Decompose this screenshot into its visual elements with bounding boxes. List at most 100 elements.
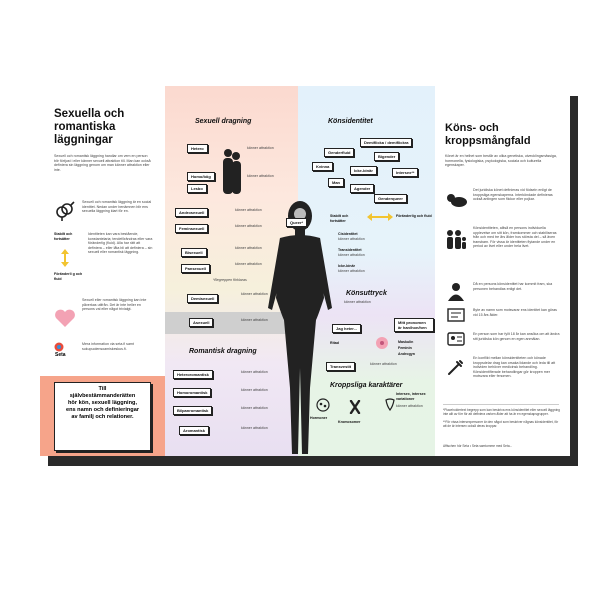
icke-binar-desc: känner attraktion	[338, 269, 365, 273]
tag-hetero: Hetero	[187, 144, 208, 153]
tag-feminsexuell: Feminsexuell	[175, 224, 209, 233]
hetero-desc: känner attraktion	[247, 146, 274, 150]
right-intro: Könet är en helhet som består av olika g…	[445, 154, 557, 168]
syringe-icon	[448, 360, 463, 375]
right-p1: Det juridiska könet definieras vid födse…	[473, 188, 553, 202]
tag-man: Man	[328, 178, 344, 187]
tag-biromantisk: Bi/panromantisk	[173, 406, 213, 415]
right-title-line-1: Köns- och	[445, 122, 499, 134]
pan-desc: känner attraktion	[235, 262, 262, 266]
right-title: Köns- och kroppsmångfald	[445, 122, 531, 148]
left-title: Sexuella och romantiska läggningar	[54, 108, 124, 147]
andro-desc: känner attraktion	[235, 208, 262, 212]
konsidentitet-title: Könsidentitet	[328, 118, 373, 125]
poster: Sexuella och romantiska läggningar Sexue…	[40, 86, 570, 456]
tag-agender: Agender	[350, 184, 375, 193]
tag-mitt-pronomen: Mitt pronomen är han/hon/hen	[394, 318, 434, 332]
kroppsliga-title: Kroppsliga karaktärer	[330, 382, 403, 389]
left-intro: Sexuell och romantisk läggning handlar o…	[54, 154, 151, 172]
tag-jag-heter: Jag heter...	[332, 324, 361, 333]
bi-desc: känner attraktion	[235, 246, 262, 250]
hormone-icon	[316, 398, 330, 412]
document-icon	[447, 308, 465, 322]
ritad-label: Ritad	[330, 341, 339, 345]
tag-androsexuell: Androsexuell	[175, 208, 209, 217]
right-p5: En person som har fyllt 18 år kan ansöka…	[473, 332, 560, 341]
right-title-line-2: kroppsmångfald	[445, 135, 531, 147]
sexuell-dragning-title: Sexuell dragning	[195, 118, 252, 125]
peach-line-2: självbestämmanderätten	[69, 393, 136, 399]
stabilt-label: Stabilt och fortsätter	[330, 214, 349, 223]
tag-queer: Queer*	[286, 218, 308, 227]
fluid-label: Föränderli g och fluid	[54, 272, 83, 281]
right-footnote: *Placeholdertext begrepp som kan beskriv…	[443, 408, 560, 416]
peach-line-5: av familj och relationer.	[71, 414, 134, 420]
tag-genderqueer: Genderqueer	[374, 194, 407, 203]
heart-text: Sexuell eller romantisk läggning kan int…	[82, 298, 147, 312]
tag-transvestit: Transvestit	[326, 362, 356, 371]
tag-genderfluid: Genderfluid	[324, 148, 355, 157]
tag-intersex: Intersex**	[392, 168, 419, 177]
biromantisk-desc: känner attraktion	[241, 406, 268, 410]
tag-aromantisk: Aromantisk	[179, 426, 210, 435]
tag-homoromantisk: Homoromantisk	[173, 388, 212, 397]
identity-text: Sexuell och romantisk läggning är en soc…	[82, 200, 152, 214]
person-icon	[448, 283, 464, 301]
couple-silhouette-icon	[223, 149, 241, 194]
tag-pansexuell: Pansexuell	[181, 264, 210, 273]
seta-link-text[interactable]: Mera information via seta.fi samt sukupu…	[82, 342, 134, 351]
androgyn-label: Androgyn	[398, 352, 415, 356]
homo-desc: känner attraktion	[247, 174, 274, 178]
asexuell-band	[165, 312, 298, 334]
self-determination-box: Till självbestämmanderätten hör kön, sex…	[54, 382, 151, 451]
right-p6: En konflikt mellan könsidentiteten och k…	[473, 356, 556, 379]
right-column: Köns- och kroppsmångfald Könet är en hel…	[435, 86, 570, 456]
left-title-line-2: romantiska	[54, 121, 116, 133]
gender-symbols-icon	[56, 201, 75, 221]
konsuttryck-title: Könsuttryck	[346, 290, 387, 297]
intersex-desc: känner attraktion	[396, 404, 423, 408]
demi-desc: känner attraktion	[241, 292, 268, 296]
family-icon	[447, 230, 466, 249]
asex-desc: känner attraktion	[241, 318, 268, 322]
chromosome-icon	[349, 400, 361, 414]
tag-bigender: Bigender	[374, 152, 400, 161]
id-card-icon	[447, 332, 465, 346]
foranderlig-label: Föränderlig och fluid	[396, 214, 432, 218]
homoromantisk-desc: känner attraktion	[241, 388, 268, 392]
konsuttryck-desc: känner attraktion	[344, 300, 371, 304]
left-column: Sexuella och romantiska läggningar Sexue…	[40, 86, 165, 456]
right-footnote-2: **För vissa intersexpersoner är den någo…	[443, 420, 559, 428]
arrow-up-down-icon	[61, 249, 69, 267]
tag-bisexuell: Bisexuell	[181, 248, 207, 257]
anatomy-icon	[385, 398, 395, 412]
transvestit-desc: känner attraktion	[370, 362, 397, 366]
fluid-text: Identiteten kan vara bestående, konstant…	[88, 232, 153, 255]
heart-icon	[55, 309, 75, 327]
seta-label: Seta	[55, 352, 66, 358]
aromantisk-desc: känner attraktion	[241, 426, 268, 430]
right-p3: Då en persons könsidentitet har kommit f…	[473, 282, 553, 291]
right-p2: Könsidentiteten, alltså en persons indiv…	[473, 226, 557, 249]
stable-label: Stabilt och fortsätter	[54, 232, 73, 241]
tag-demisexuell: Demisexuell	[187, 294, 219, 303]
kromosomer-label: Kromosomer	[338, 420, 361, 424]
peach-line-4: ens namn och definieringar	[65, 407, 140, 413]
feminin-label: Feminin	[398, 346, 412, 350]
baby-icon	[447, 194, 467, 207]
right-credits: Affischen hör Seta • Seta samtomme med S…	[443, 444, 513, 448]
cisidentitet-label: Cisidentitet	[338, 232, 358, 236]
flower-icon	[376, 337, 388, 349]
tag-asexuell: Asexuell	[189, 318, 214, 327]
left-title-line-1: Sexuella och	[54, 108, 125, 120]
tag-ickebinar: Icke-binär	[350, 166, 377, 175]
peach-line-1: Till	[98, 386, 107, 392]
tag-demiflicka: Demiflicka / demiflickra	[360, 138, 413, 147]
tag-lesbo: Lesbo	[187, 184, 207, 193]
tag-homo: Homo/bög	[187, 172, 215, 181]
tag-kvinna: Kvinna	[312, 162, 334, 171]
romantisk-dragning-title: Romantisk dragning	[189, 348, 257, 355]
tag-heteroromantisk: Heteroromantisk	[173, 370, 213, 379]
right-p4: Byte av namn som motsvarar ens identitet…	[473, 308, 557, 317]
peach-line-3: hör kön, sexuell läggning,	[68, 400, 137, 406]
